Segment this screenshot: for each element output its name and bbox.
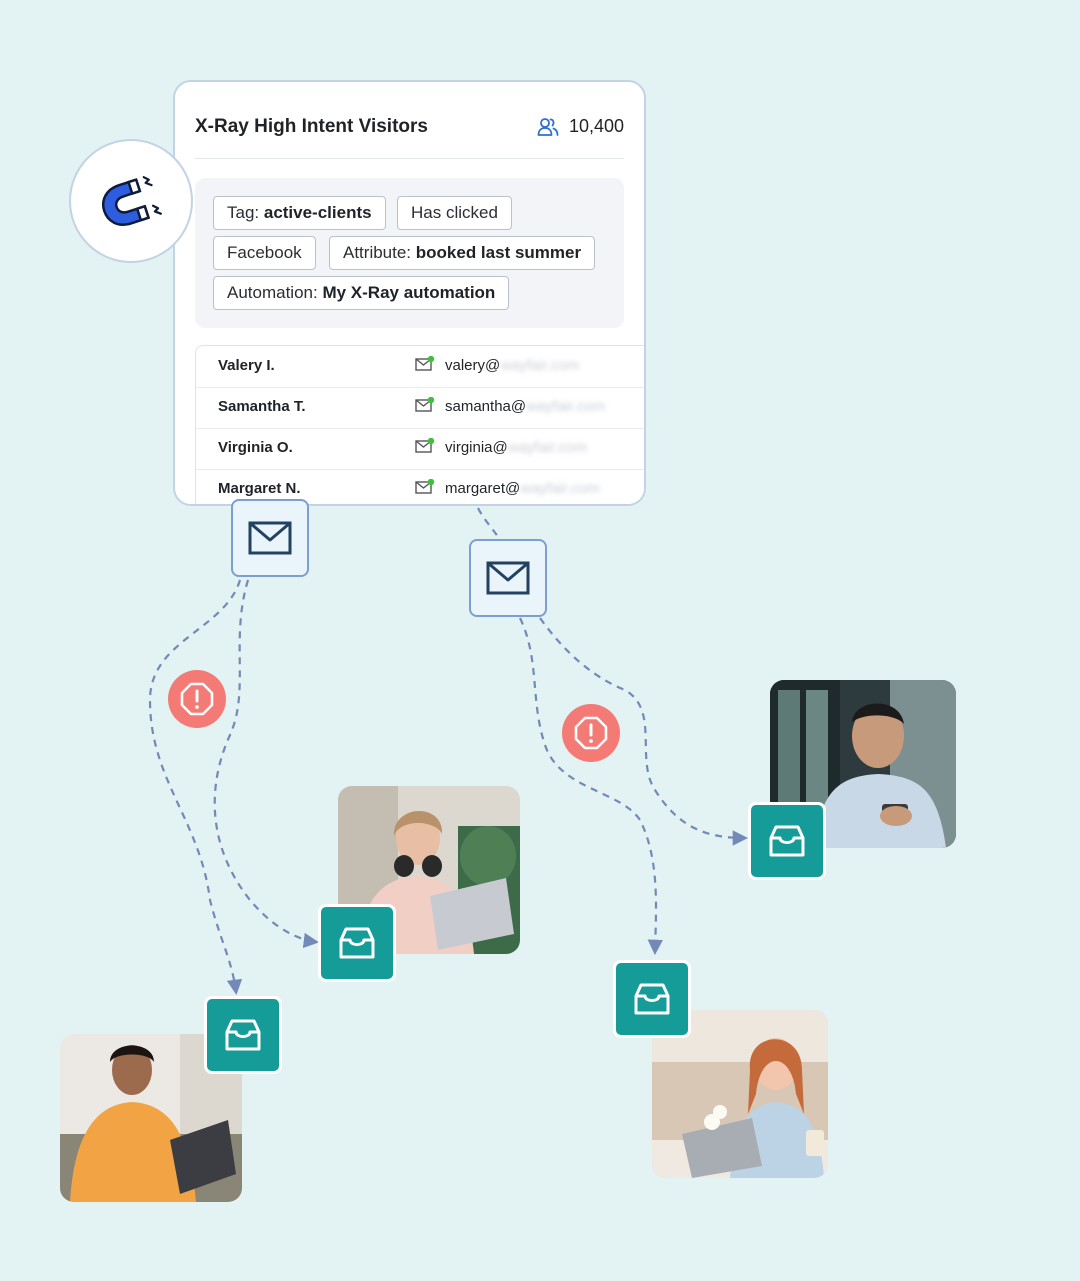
contact-email: margaret@wayfair.com (445, 480, 600, 497)
connector-right-inner (539, 617, 749, 846)
connector-right-top (477, 507, 501, 541)
email-status-icon (415, 479, 435, 494)
chip-tag[interactable]: Tag: active-clients (213, 196, 386, 230)
magnet-badge (69, 139, 193, 263)
contact-name: Margaret N. (218, 480, 301, 497)
chip-has-clicked[interactable]: Has clicked (397, 196, 512, 230)
warning-badge (562, 704, 620, 762)
email-step-tile[interactable] (231, 499, 309, 577)
contact-email: samantha@wayfair.com (445, 398, 606, 415)
contact-name: Valery I. (218, 357, 275, 374)
segment-conditions: Tag: active-clients Has clicked Facebook… (195, 178, 624, 328)
email-step-tile[interactable] (469, 539, 547, 617)
card-title: X-Ray High Intent Visitors (195, 116, 428, 137)
email-status-icon (415, 438, 435, 453)
warning-icon (180, 682, 214, 716)
email-status-icon (415, 356, 435, 371)
inbox-icon (225, 1019, 261, 1051)
contact-email: virginia@wayfair.com (445, 439, 587, 456)
chip-facebook[interactable]: Facebook (213, 236, 316, 270)
envelope-icon (248, 521, 292, 555)
envelope-icon (486, 561, 530, 595)
inbox-step-tile[interactable] (748, 802, 826, 880)
magnet-icon (102, 176, 162, 226)
warning-icon (574, 716, 608, 750)
contact-name: Samantha T. (218, 398, 306, 415)
card-divider (195, 158, 624, 159)
contact-row[interactable]: Virginia O. virginia@wayfair.com (196, 428, 644, 470)
warning-badge (168, 670, 226, 728)
contact-list: Valery I. valery@wayfair.com Samantha T.… (195, 345, 644, 504)
inbox-icon (769, 825, 805, 857)
contact-row[interactable]: Margaret N. margaret@wayfair.com (196, 469, 644, 504)
audience-card: X-Ray High Intent Visitors 10,400 Tag: a… (173, 80, 646, 506)
contact-email: valery@wayfair.com (445, 357, 580, 374)
email-status-icon (415, 397, 435, 412)
audience-count-value: 10,400 (568, 116, 624, 136)
connector-left-inner (213, 579, 320, 949)
inbox-icon (339, 927, 375, 959)
chip-attribute[interactable]: Attribute: booked last summer (329, 236, 596, 270)
connector-left-outer (148, 579, 243, 996)
audience-count: 10,400 (537, 116, 624, 137)
contact-name: Virginia O. (218, 439, 293, 456)
contact-row[interactable]: Samantha T. samantha@wayfair.com (196, 387, 644, 429)
inbox-icon (634, 983, 670, 1015)
inbox-step-tile[interactable] (613, 960, 691, 1038)
chip-automation[interactable]: Automation: My X-Ray automation (213, 276, 510, 310)
inbox-step-tile[interactable] (318, 904, 396, 982)
inbox-step-tile[interactable] (204, 996, 282, 1074)
contact-row[interactable]: Valery I. valery@wayfair.com (196, 346, 644, 388)
photo-man-with-laptop (60, 1034, 242, 1202)
users-icon (537, 117, 559, 136)
